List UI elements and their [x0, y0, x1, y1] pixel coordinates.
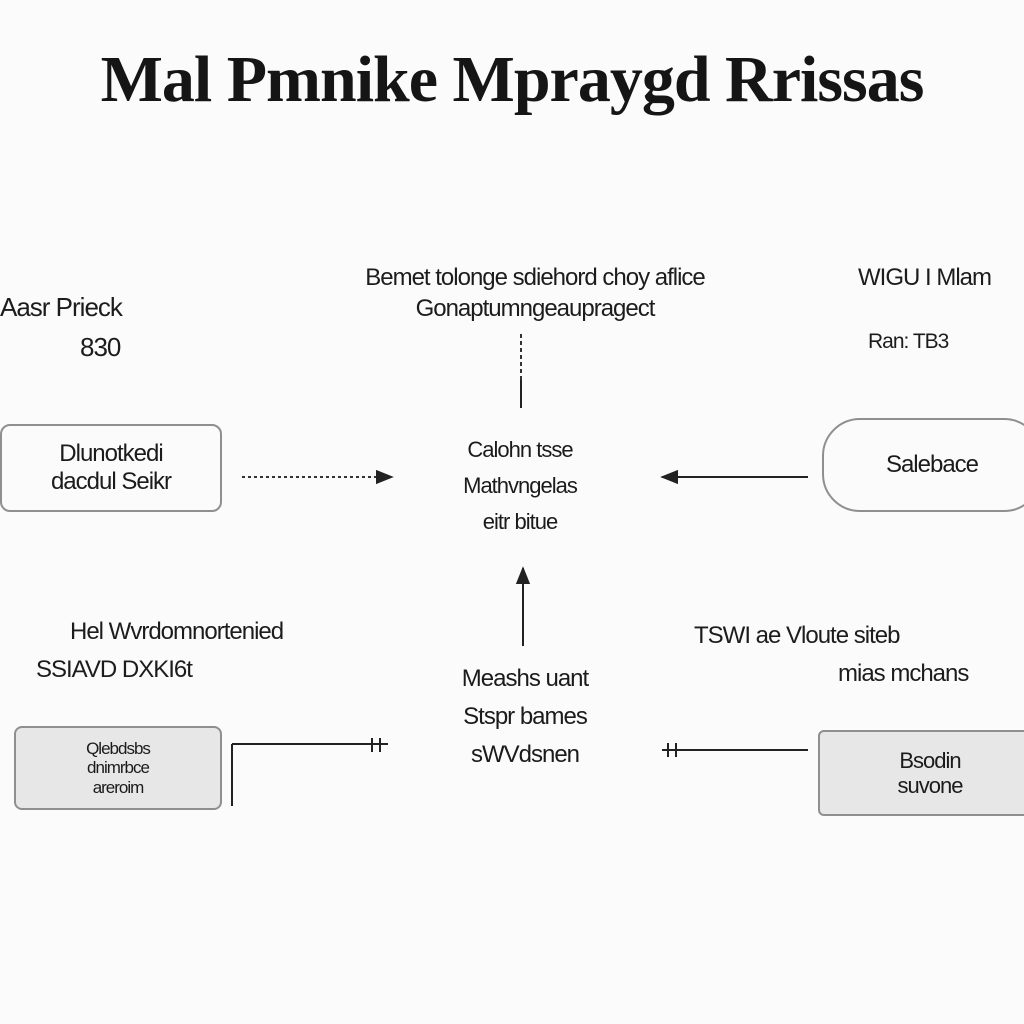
mid-right-label-line2: mias mchans: [838, 660, 969, 687]
center-bottom-node-line2: Stspr bames: [463, 703, 588, 730]
center-top-node-line3: eitr bitue: [482, 509, 558, 534]
center-bottom-node-line3: sWVdsnen: [470, 741, 580, 768]
top-center-label-line1: Bemet tolonge sdiehord choy aflice: [365, 264, 706, 291]
top-left-label-line2: 830: [80, 332, 121, 362]
mid-left-label-line2: SSIAVD DXKI6t: [36, 656, 193, 683]
top-center-label-line2: Gonaptumngeaupragect: [415, 295, 656, 322]
right-bottom-node-line2: suvone: [897, 773, 964, 798]
diagram-title: Mal Pmnike Mpraygd Rrissas: [100, 43, 925, 116]
left-bottom-node-line1: Qlebdsbs: [86, 738, 151, 758]
left-top-node: Dlunotkedi dacdul Seikr: [0, 424, 222, 512]
left-bottom-node: Qlebdsbs dnimrbce areroim: [14, 726, 222, 810]
center-bottom-node-line1: Meashs uant: [461, 665, 589, 692]
left-top-node-line1: Dlunotkedi: [59, 440, 163, 468]
center-top-node-line1: Calohn tsse: [467, 437, 573, 462]
center-bottom-node: Meashs uant Stspr bames sWVdsnen: [405, 660, 645, 774]
center-top-node: Calohn tsse Mathvngelas eitr bitue: [405, 432, 635, 540]
left-top-node-line2: dacdul Seikr: [50, 468, 172, 495]
mid-right-label-line1: TSWI ae Vloute siteb: [694, 622, 900, 649]
left-bottom-node-line2: dnimrbce: [87, 758, 150, 778]
right-bottom-node: Bsodin suvone: [818, 730, 1024, 816]
mid-left-label-line1: Hel Wvrdomnortenied: [70, 618, 284, 645]
top-left-label-line1: Aasr Prieck: [0, 292, 123, 322]
right-bottom-node-line1: Bsodin: [899, 747, 961, 773]
right-top-node: Salebace: [822, 418, 1024, 512]
top-right-label-line2: Ran: TB3: [868, 330, 949, 353]
center-top-node-line2: Mathvngelas: [463, 473, 578, 498]
top-right-label-line1: WIGU I Mlam: [858, 264, 992, 291]
right-top-node-line1: Salebace: [885, 451, 979, 479]
left-bottom-node-line3: areroim: [92, 777, 145, 797]
